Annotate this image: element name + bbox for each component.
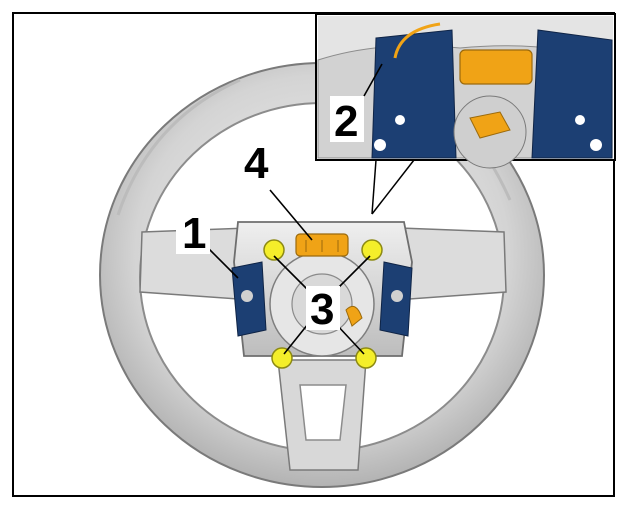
mount-point-bottom-right xyxy=(355,347,377,369)
wheel-spokes xyxy=(139,227,507,471)
callout-3: 3 xyxy=(306,285,340,334)
callout-2: 2 xyxy=(330,96,364,146)
mount-point-bottom-left xyxy=(271,347,293,369)
detail-inset xyxy=(315,13,616,169)
mount-point-top-right xyxy=(361,239,383,261)
mounting-points-item-3 xyxy=(263,239,383,369)
connector-lower xyxy=(345,305,363,327)
callout-4-text: 4 xyxy=(244,139,269,188)
inset-pointer xyxy=(371,159,415,215)
leader-lines xyxy=(207,63,383,355)
callout-3-text: 3 xyxy=(310,285,334,334)
callout-1: 1 xyxy=(176,208,210,258)
connector-item-4 xyxy=(295,233,349,257)
callout-2-text: 2 xyxy=(334,97,358,146)
callout-4: 4 xyxy=(240,138,274,188)
callout-1-text: 1 xyxy=(182,209,206,258)
mount-point-top-left xyxy=(263,239,285,261)
switch-module-right xyxy=(379,261,413,337)
switch-module-left xyxy=(231,261,267,337)
